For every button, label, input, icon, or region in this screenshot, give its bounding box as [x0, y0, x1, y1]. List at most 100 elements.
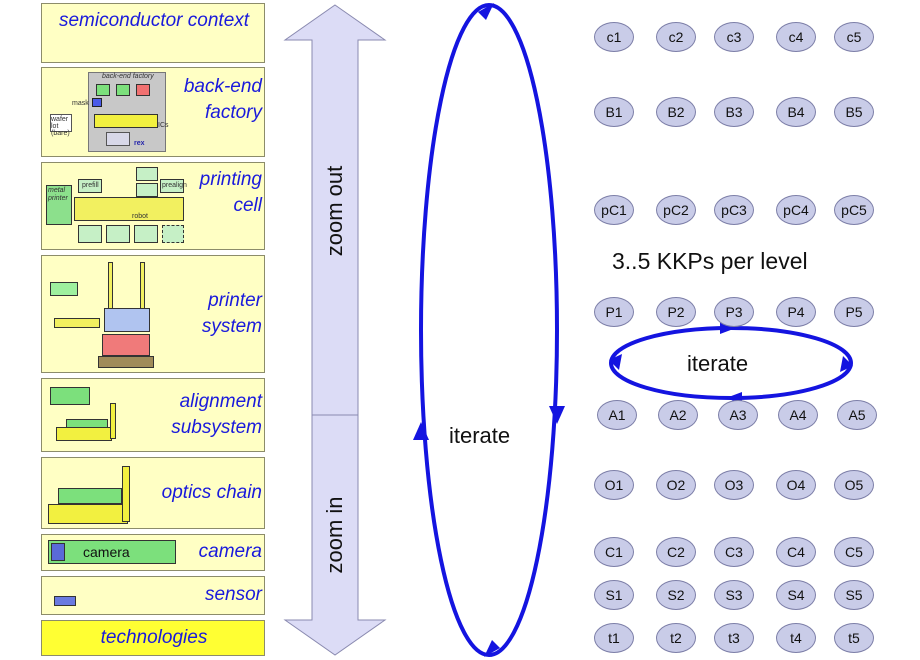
kkp-bubble: P4 — [776, 297, 816, 327]
camera-thumbnail: camera — [48, 540, 176, 564]
level-label: printing cell — [199, 169, 262, 216]
kkp-bubble: P3 — [714, 297, 754, 327]
kkp-bubble: pC1 — [594, 195, 634, 225]
backend-green-2 — [116, 84, 130, 96]
printing-prefill-box — [78, 179, 102, 193]
vertical-loop-arrowhead-top — [478, 3, 494, 20]
kkp-bubble: B3 — [714, 97, 754, 127]
printer-stage — [102, 334, 150, 356]
level-sensor: sensor — [41, 576, 265, 615]
sensor-thumbnail — [54, 596, 76, 606]
backend-machines — [94, 114, 158, 128]
kkp-bubble: t5 — [834, 623, 874, 653]
printing-slot-3 — [134, 225, 158, 243]
kkp-bubble: t4 — [776, 623, 816, 653]
kkp-caption: 3..5 KKPs per level — [612, 248, 808, 274]
printing-prefill-text: prefill — [82, 182, 99, 189]
printing-prealign — [160, 179, 184, 193]
kkp-bubble: pC2 — [656, 195, 696, 225]
alignment-thumbnail — [44, 381, 154, 451]
printing-prealign-text: prealign — [162, 182, 187, 189]
backend-mask-box — [92, 98, 102, 107]
kkp-bubble: t3 — [714, 623, 754, 653]
horizontal-loop-arrowhead-right — [840, 356, 853, 372]
printer-arm — [54, 318, 100, 328]
optics-green — [58, 488, 122, 504]
kkp-bubble: P5 — [834, 297, 874, 327]
kkp-bubble: c3 — [714, 22, 754, 52]
printing-metal-box — [46, 185, 72, 225]
printing-clean-reticle — [136, 167, 158, 181]
kkp-bubble: O1 — [594, 470, 634, 500]
backend-ics-text: ICs — [158, 122, 169, 129]
kkp-bubble: P1 — [594, 297, 634, 327]
printing-robot-area — [74, 197, 184, 221]
kkp-bubble: A3 — [718, 400, 758, 430]
backend-lower-box — [106, 132, 130, 146]
kkp-bubble: S2 — [656, 580, 696, 610]
alignment-bar — [110, 403, 116, 439]
printing-slot-1 — [78, 225, 102, 243]
kkp-bubble: O3 — [714, 470, 754, 500]
level-technologies: technologies — [41, 620, 265, 656]
camera-sensor-box — [51, 543, 65, 561]
kkp-bubble: C4 — [776, 537, 816, 567]
kkp-bubble: pC3 — [714, 195, 754, 225]
kkp-bubble: S4 — [776, 580, 816, 610]
vertical-iterate-loop — [419, 3, 559, 657]
level-back-end-factory: back-end factory mask wafer lot (bare) I… — [41, 67, 265, 157]
level-optics-chain: optics chain — [41, 457, 265, 529]
kkp-bubble: B2 — [656, 97, 696, 127]
level-label: camera — [198, 541, 262, 562]
level-printer-system: printer system — [41, 255, 265, 373]
printer-green-block — [50, 282, 78, 296]
kkp-bubble: O5 — [834, 470, 874, 500]
backend-block — [50, 114, 72, 132]
level-label: semiconductor context — [58, 10, 250, 31]
kkp-bubble: S3 — [714, 580, 754, 610]
level-label: optics chain — [161, 482, 262, 503]
backend-mask-text: mask — [72, 100, 89, 107]
level-label: alignment subsystem — [171, 391, 262, 438]
level-printing-cell: metal printer prefill prealign robot pri… — [41, 162, 265, 250]
printing-clean-wafer — [136, 183, 158, 197]
horizontal-iterate-label: iterate — [687, 351, 749, 376]
horizontal-loop-arrowhead-left — [609, 354, 622, 370]
printing-slot-2 — [106, 225, 130, 243]
kkp-bubble: S5 — [834, 580, 874, 610]
vertical-loop-arrowhead-bottom — [484, 640, 500, 657]
kkp-bubble: B4 — [776, 97, 816, 127]
kkp-bubble: A5 — [837, 400, 877, 430]
optics-bar — [122, 466, 130, 522]
kkp-bubble: A1 — [597, 400, 637, 430]
level-label: back-end factory — [183, 76, 262, 123]
backend-green-1 — [96, 84, 110, 96]
kkp-bubble: P2 — [656, 297, 696, 327]
zoom-in-label: zoom in — [322, 496, 347, 574]
kkp-bubble: B5 — [834, 97, 874, 127]
vertical-loop-arrowhead-left — [413, 422, 429, 440]
kkp-bubble: c2 — [656, 22, 696, 52]
printing-metal-text: metal printer — [48, 187, 68, 202]
camera-inner-text: camera — [83, 544, 130, 560]
kkp-bubble: C5 — [834, 537, 874, 567]
backend-title-text: back-end factory — [102, 73, 154, 80]
alignment-green-1 — [50, 387, 90, 405]
kkp-bubble: c5 — [834, 22, 874, 52]
kkp-bubble: pC4 — [776, 195, 816, 225]
printing-robot-text: robot — [132, 213, 148, 220]
kkp-bubble: c1 — [594, 22, 634, 52]
level-label: technologies — [100, 627, 208, 648]
kkp-bubble: t2 — [656, 623, 696, 653]
kkp-bubble: B1 — [594, 97, 634, 127]
kkp-bubble: C1 — [594, 537, 634, 567]
level-label: sensor — [204, 584, 262, 605]
kkp-bubble: C2 — [656, 537, 696, 567]
printer-thumbnail — [44, 258, 194, 370]
kkp-bubble: C3 — [714, 537, 754, 567]
level-semiconductor-context: semiconductor context — [41, 3, 265, 63]
level-camera: camera camera — [41, 534, 265, 571]
kkp-bubble: O4 — [776, 470, 816, 500]
kkp-bubble: A4 — [778, 400, 818, 430]
backend-thumbnail: back-end factory mask wafer lot (bare) I… — [44, 70, 169, 154]
